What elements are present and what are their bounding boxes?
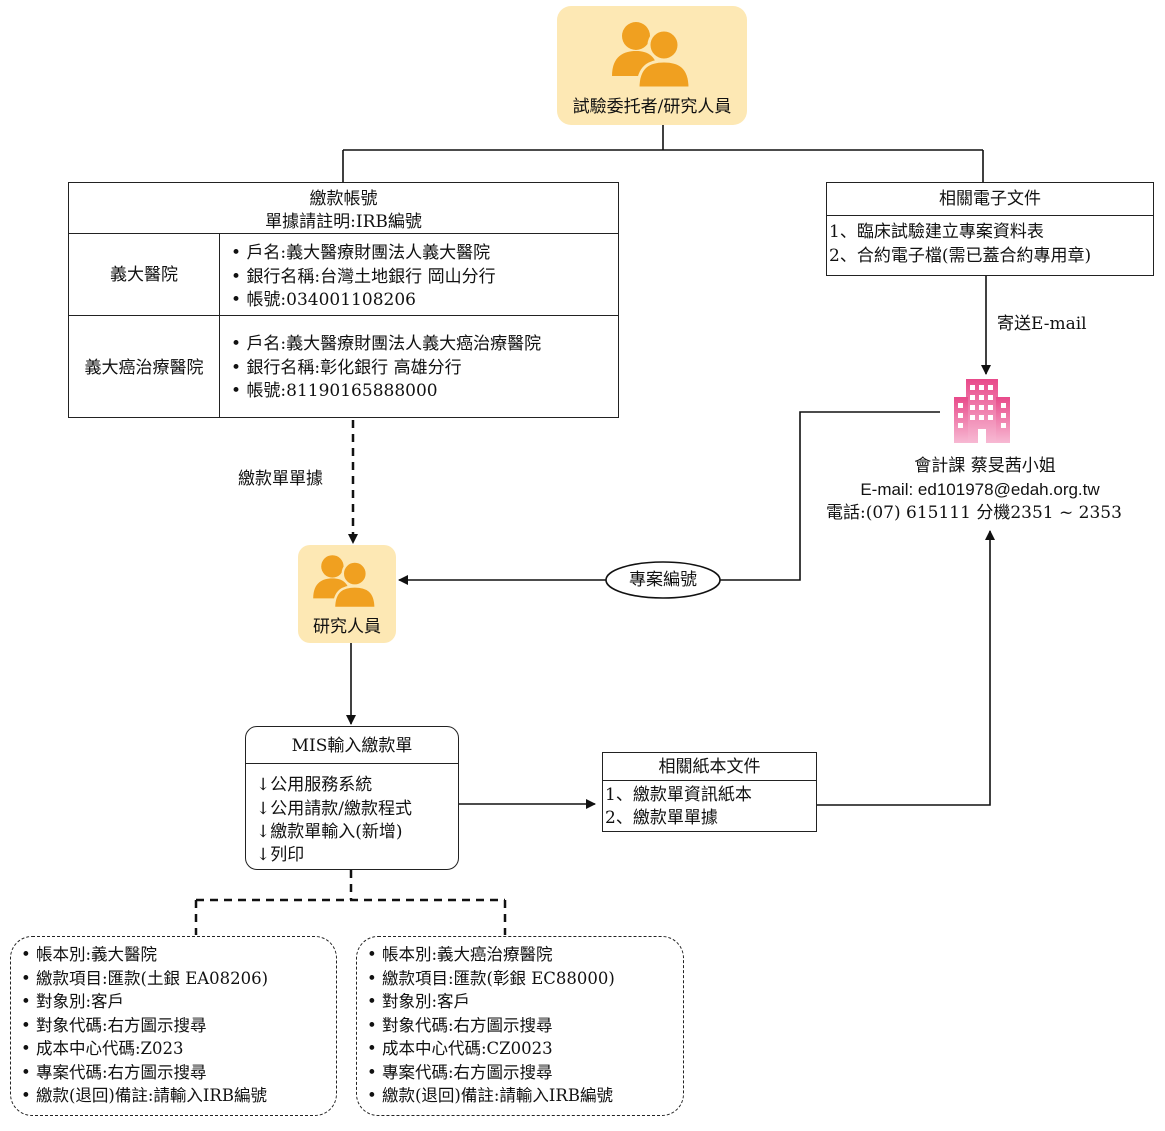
mis-input-box: MIS輸入繳款單 ↓公用服務系統 ↓公用請款/繳款程式 ↓繳款單輸入(新增) ↓… (245, 726, 459, 870)
project-number-connector (720, 411, 940, 581)
form-field: 成本中心代碼:CZ0023 (367, 1037, 683, 1061)
table-column-divider (219, 233, 220, 417)
people-icon (612, 22, 692, 88)
form-field: 繳款項目:匯款(土銀 EA08206) (21, 967, 336, 991)
form-field: 對象別:客戶 (367, 990, 683, 1014)
top-actor-label: 試驗委托者/研究人員 (572, 97, 732, 117)
e-document-item: 1、臨床試驗建立專案資料表 (829, 222, 1044, 242)
mis-title: MIS輸入繳款單 (291, 736, 413, 756)
e-documents-box: 相關電子文件 1、臨床試驗建立專案資料表 2、合約電子檔(需已蓋合約專用章) (826, 182, 1154, 276)
hospital-detail: 帳號:034001108206 (231, 289, 416, 311)
researcher-card: 研究人員 (298, 545, 396, 643)
project-number-label: 專案編號 (629, 570, 697, 590)
form-field: 繳款項目:匯款(彰銀 EC88000) (367, 967, 683, 991)
accounting-contact-name: 會計課 蔡旻茜小姐 (914, 456, 1056, 476)
box-divider (246, 763, 458, 764)
receipt-label: 繳款單單據 (238, 469, 323, 489)
hospital-detail: 帳號:81190165888000 (231, 380, 437, 402)
form-field: 帳本別:義大癌治療醫院 (367, 943, 683, 967)
form-fields-box: 帳本別:義大醫院 繳款項目:匯款(土銀 EA08206) 對象別:客戶 對象代碼… (10, 936, 337, 1116)
hospital-name: 義大醫院 (110, 265, 178, 285)
form-field: 繳款(退回)備註:請輸入IRB編號 (21, 1084, 336, 1108)
accounting-email: E-mail: ed101978@edah.org.tw (860, 480, 1100, 499)
accounting-phone: 電話:(07) 615111 分機2351 ~ 2353 (826, 503, 1122, 523)
send-email-label: 寄送E-mail (997, 314, 1087, 334)
paper-documents-box: 相關紙本文件 1、繳款單資訊紙本 2、繳款單單據 (602, 752, 817, 832)
form-field: 專案代碼:右方圖示搜尋 (367, 1061, 683, 1085)
paper-to-accounting-arrow (817, 530, 995, 806)
hospital-detail: 戶名:義大醫療財團法人義大癌治療醫院 (231, 333, 541, 355)
form-field: 繳款(退回)備註:請輸入IRB編號 (367, 1084, 683, 1108)
mis-step: ↓公用請款/繳款程式 (256, 799, 412, 819)
box-divider (827, 215, 1153, 216)
form-fields-box: 帳本別:義大癌治療醫院 繳款項目:匯款(彰銀 EC88000) 對象別:客戶 對… (356, 936, 684, 1116)
forms-split-connector (194, 870, 507, 935)
payment-account-table: 繳款帳號 單據請註明:IRB編號 義大醫院 戶名:義大醫療財團法人義大醫院 銀行… (68, 182, 619, 418)
table-divider (69, 315, 618, 316)
e-documents-title: 相關電子文件 (939, 189, 1041, 209)
top-actor-card: 試驗委托者/研究人員 (557, 6, 747, 125)
paper-document-item: 1、繳款單資訊紙本 (605, 785, 752, 805)
form-field: 對象別:客戶 (21, 990, 336, 1014)
people-icon (313, 555, 377, 608)
mis-step: ↓列印 (256, 845, 305, 865)
hospital-detail: 戶名:義大醫療財團法人義大醫院 (231, 242, 490, 264)
box-divider (603, 780, 816, 781)
payment-account-subtitle: 單據請註明:IRB編號 (265, 212, 422, 232)
paper-documents-title: 相關紙本文件 (658, 757, 761, 777)
form-field: 對象代碼:右方圖示搜尋 (21, 1014, 336, 1038)
form-field: 成本中心代碼:Z023 (21, 1037, 336, 1061)
form-field: 帳本別:義大醫院 (21, 943, 336, 967)
researcher-label: 研究人員 (313, 617, 381, 637)
e-document-item: 2、合約電子檔(需已蓋合約專用章) (829, 246, 1092, 266)
hospital-detail: 銀行名稱:彰化銀行 高雄分行 (231, 357, 461, 379)
hospital-name: 義大癌治療醫院 (84, 358, 204, 378)
form-field: 專案代碼:右方圖示搜尋 (21, 1061, 336, 1085)
mis-step: ↓公用服務系統 (256, 775, 373, 795)
project-number-ellipse (605, 561, 721, 599)
paper-document-item: 2、繳款單單據 (605, 808, 718, 828)
table-divider (69, 233, 618, 234)
connector-top-split (342, 125, 984, 182)
payment-account-title: 繳款帳號 (309, 189, 378, 209)
form-field: 對象代碼:右方圖示搜尋 (367, 1014, 683, 1038)
building-icon (954, 379, 1010, 443)
mis-step: ↓繳款單輸入(新增) (256, 822, 403, 842)
hospital-detail: 銀行名稱:台灣土地銀行 岡山分行 (231, 266, 495, 288)
